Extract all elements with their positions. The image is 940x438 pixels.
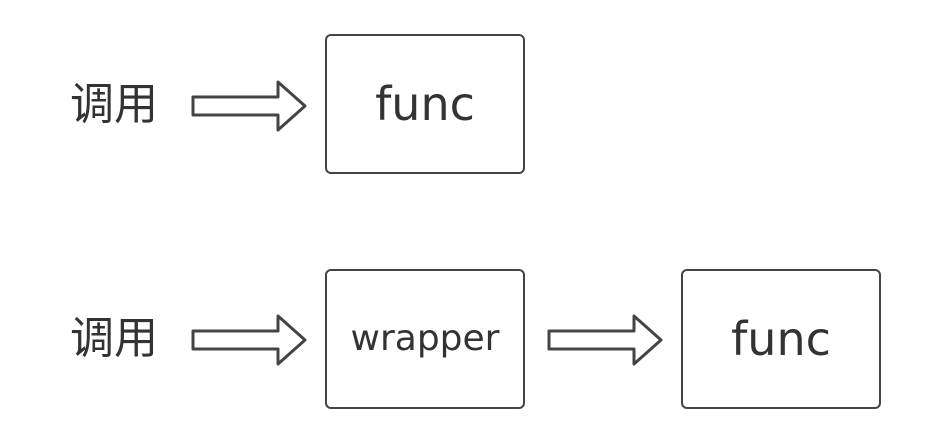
func-box-top: func xyxy=(325,34,525,174)
arrow-right-icon xyxy=(191,314,307,366)
arrow-right-icon xyxy=(191,80,307,132)
arrow-right-icon xyxy=(547,314,663,366)
wrapper-box: wrapper xyxy=(325,269,525,409)
func-box-bottom-label: func xyxy=(731,312,831,366)
call-label-bottom: 调用 xyxy=(70,313,158,364)
func-box-top-label: func xyxy=(375,77,475,131)
wrapper-box-label: wrapper xyxy=(350,318,500,359)
call-label-top: 调用 xyxy=(70,79,158,130)
func-box-bottom: func xyxy=(681,269,881,409)
